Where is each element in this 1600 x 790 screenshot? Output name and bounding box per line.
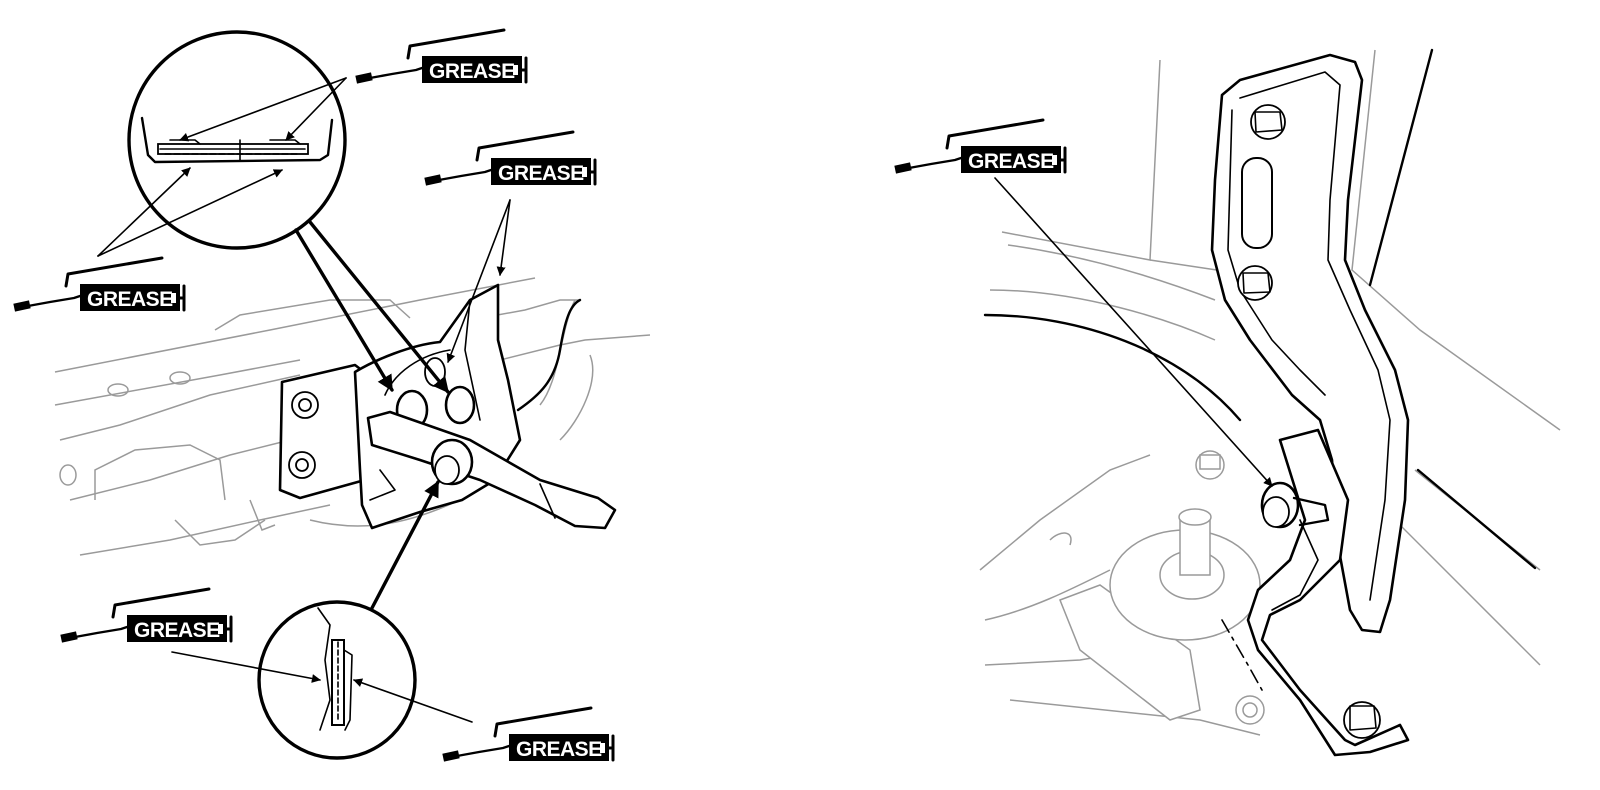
grease-label: GREASE: [429, 60, 515, 83]
hood-hinge-arm: [1210, 53, 1410, 634]
grease-label: GREASE: [87, 288, 173, 311]
grease-callout-5: GREASE: [442, 706, 615, 762]
grease-callout-3: GREASE: [13, 256, 186, 312]
grease-callout-1: GREASE: [355, 28, 528, 84]
top-circle-connector-b: [308, 220, 450, 394]
right-body-background: [979, 49, 1561, 736]
detail-circle-bottom: [257, 600, 417, 760]
grease-callout-4: GREASE: [60, 587, 233, 643]
fender-edge-line: [1368, 48, 1434, 287]
grease-label: GREASE: [498, 162, 584, 185]
hood-latch-body: [353, 283, 522, 530]
grease-callout-6: GREASE: [894, 118, 1067, 174]
grease-label: GREASE: [968, 150, 1054, 173]
grease-label: GREASE: [134, 619, 220, 642]
body-edge-line: [983, 313, 1242, 422]
hood-hinge-bracket: [1221, 428, 1410, 757]
bottom-circle-connector: [370, 480, 440, 610]
right-panel: [979, 48, 1561, 757]
right-leader-arrow: [994, 177, 1273, 487]
detail-circle-top: [127, 30, 347, 250]
hood-release-lever: [366, 410, 617, 530]
left-panel: [54, 30, 651, 760]
top-circle-connector-a: [294, 228, 394, 392]
release-cable: [516, 298, 582, 412]
fender-lower-line: [1416, 468, 1537, 570]
grease-label: GREASE: [516, 738, 602, 761]
left-leader-arrows: [97, 77, 511, 723]
grease-callout-2: GREASE: [424, 130, 597, 186]
